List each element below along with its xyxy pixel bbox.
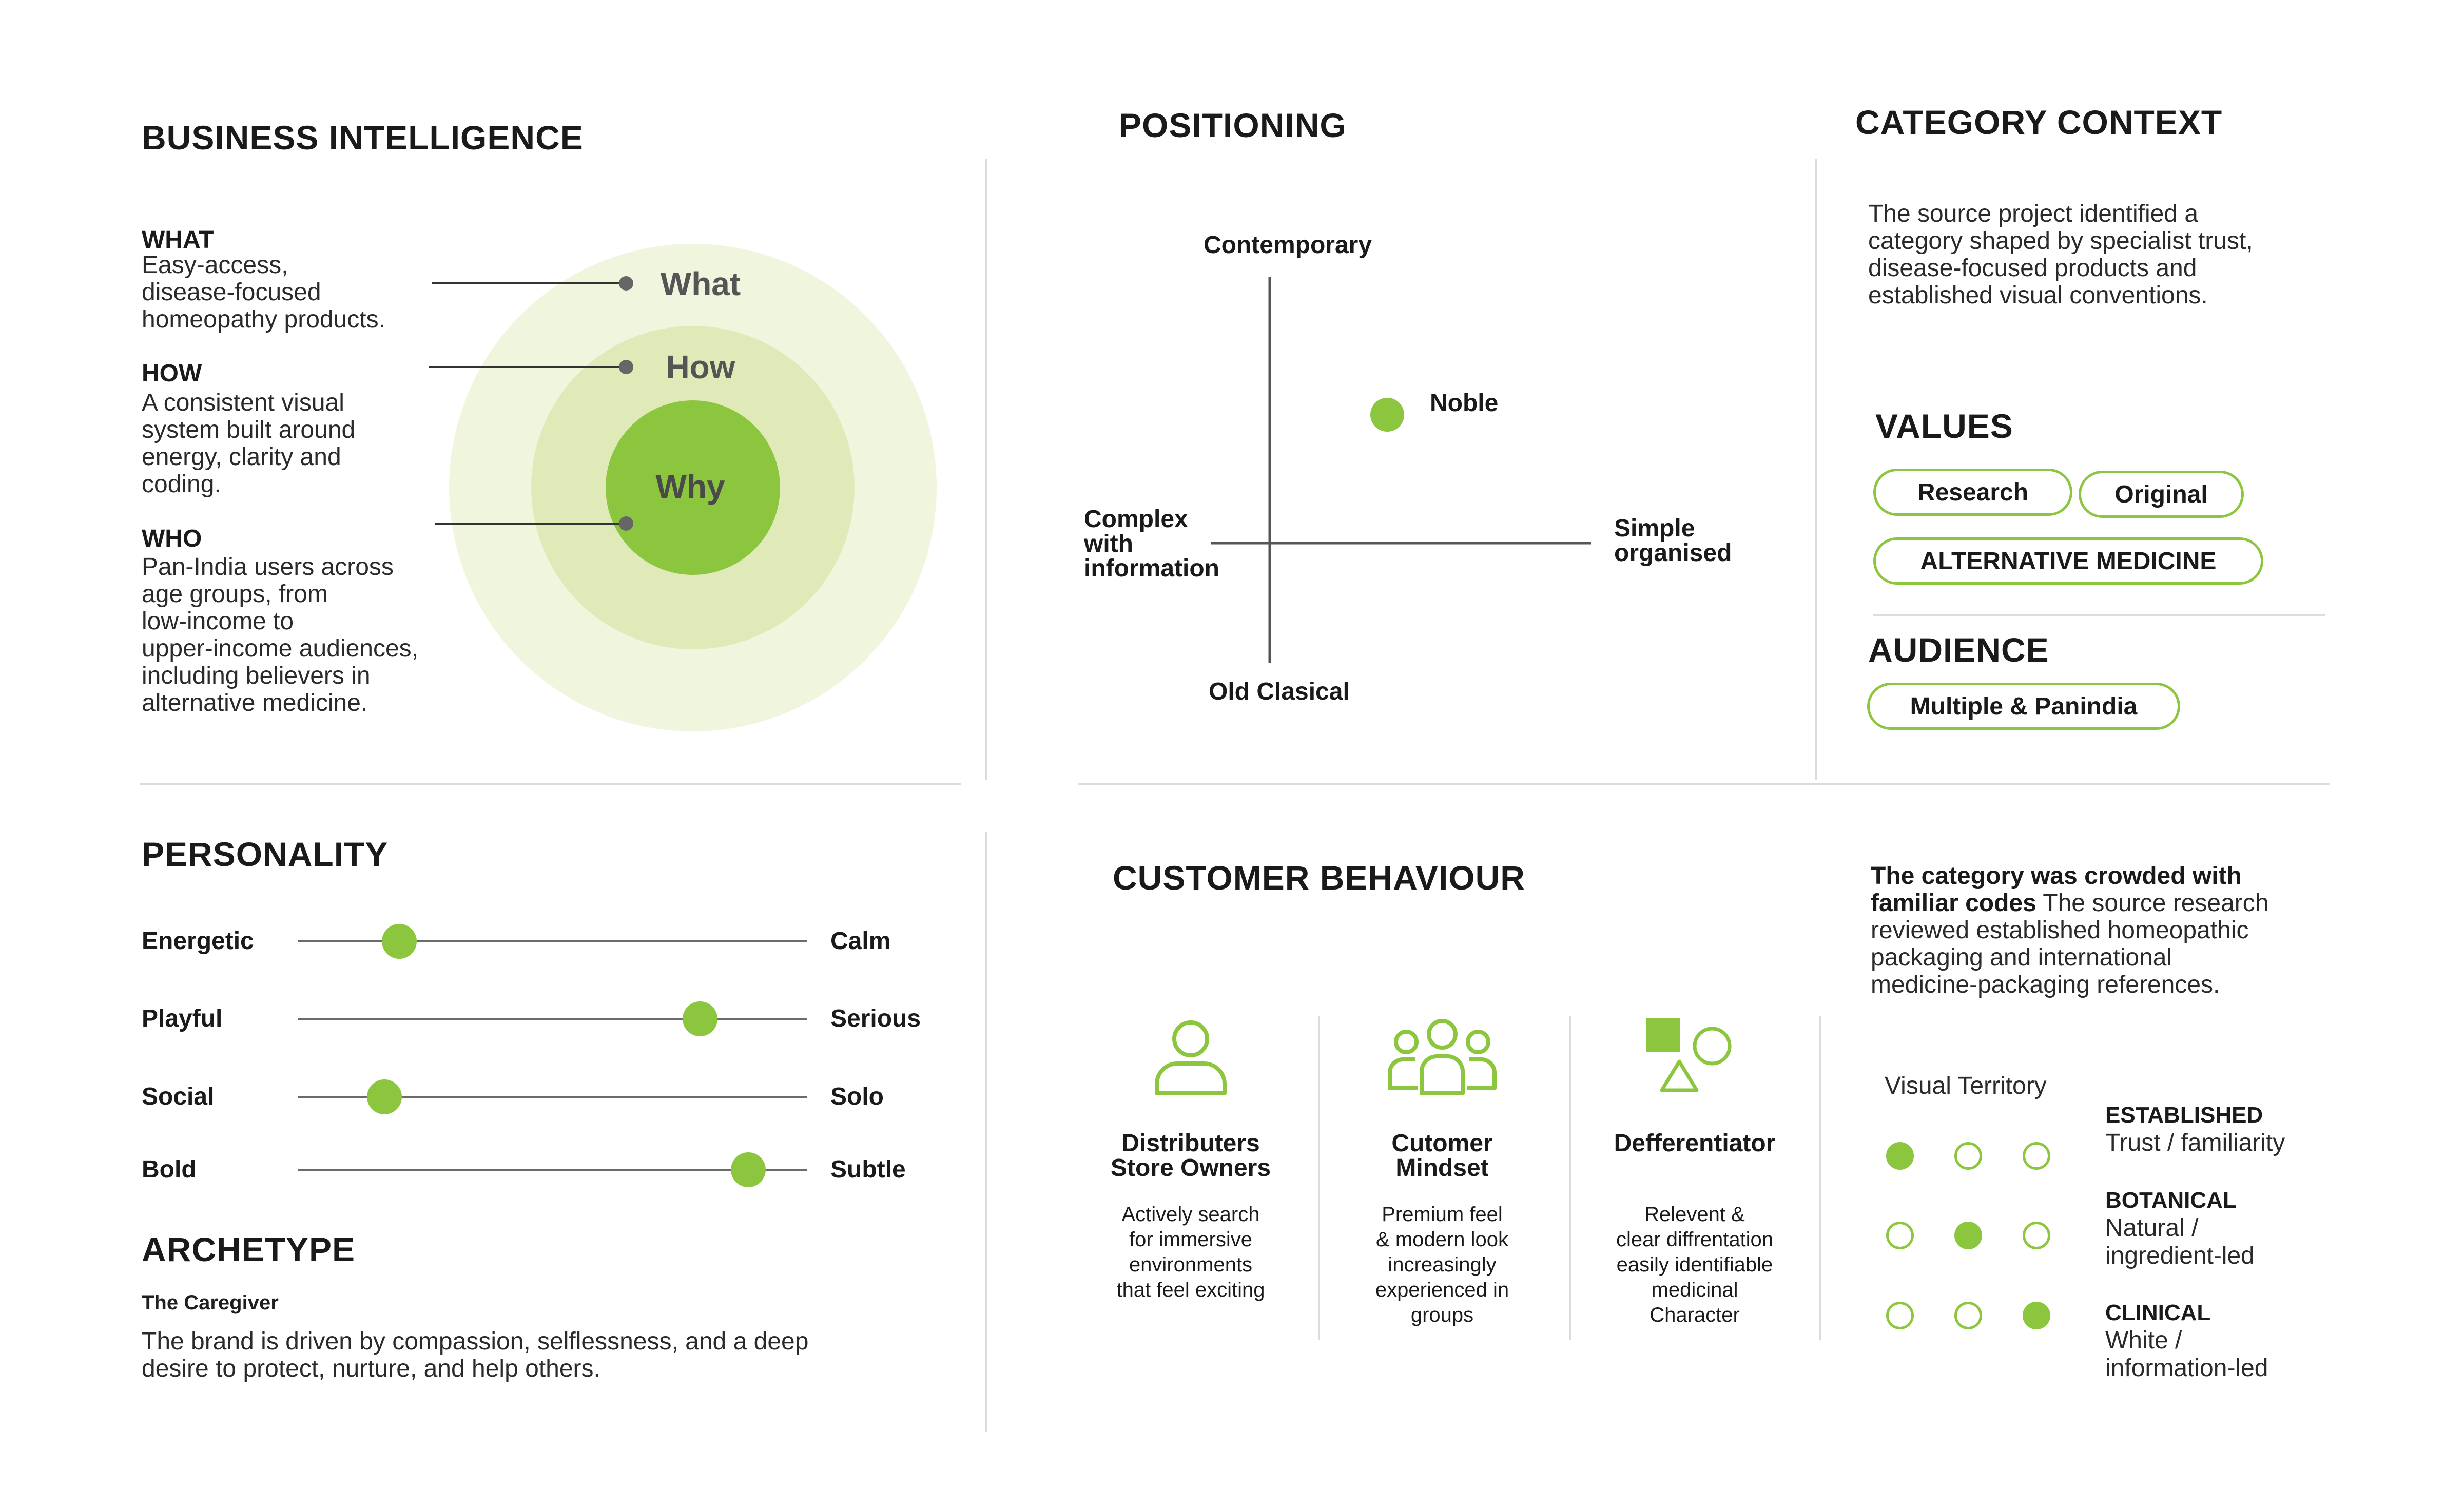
circle-label-why: Why [655, 468, 725, 505]
slider-right-label: Serious [830, 1005, 921, 1032]
slider-knob [366, 1079, 402, 1114]
user-icon [1155, 1020, 1227, 1095]
archetype-name: The Caregiver [142, 1291, 279, 1314]
axis-bottom-label: Old Clasical [1209, 678, 1350, 705]
slider-track [298, 1096, 807, 1098]
behaviour-note-text: The source research reviewed established… [1871, 890, 2269, 998]
value-pill-original: Original [2079, 471, 2244, 518]
what-text: Easy-access, disease-focused homeopathy … [142, 252, 385, 333]
axis-top-label: Contemporary [1204, 231, 1372, 259]
behaviour-divider-2 [1569, 1016, 1571, 1340]
territory-sub: White / information-led [2105, 1327, 2268, 1382]
personality-title: PERSONALITY [142, 835, 389, 873]
value-pill-alternative-medicine: ALTERNATIVE MEDICINE [1873, 537, 2263, 585]
slider-left-label: Playful [142, 1005, 223, 1032]
axis-left-label: Complex with information [1084, 506, 1219, 582]
behaviour-note-bold: The category was crowded with familiar c… [1871, 862, 2242, 917]
territory-dot [1886, 1302, 1914, 1329]
behaviour-note: The category was crowded with familiar c… [1871, 862, 2268, 998]
slider-right-label: Solo [830, 1083, 884, 1110]
territory-dot [2023, 1142, 2050, 1170]
slider-knob [682, 1001, 717, 1036]
golden-circle-diagram: What How Why [429, 244, 937, 731]
slider-left-label: Social [142, 1083, 215, 1110]
territory-dot [1954, 1302, 1982, 1329]
divider-top-right [1815, 159, 1817, 780]
circle-label-what: What [661, 265, 741, 302]
slider-right-label: Subtle [830, 1156, 906, 1183]
behaviour-col1-desc: Actively search for immersive environmen… [1116, 1203, 1265, 1301]
what-label: WHAT [142, 226, 214, 254]
who-label: WHO [142, 525, 202, 552]
divider-values-audience [1873, 614, 2325, 616]
slider-track [298, 940, 807, 942]
why-circle [606, 400, 780, 575]
territory-dot [2023, 1222, 2050, 1249]
divider-top-left [985, 159, 987, 780]
divider-bottom-left [985, 832, 987, 1432]
positioning-title: POSITIONING [1119, 106, 1347, 144]
group-icon [1388, 1019, 1497, 1095]
territory-head: ESTABLISHED [2105, 1103, 2263, 1128]
behaviour-col1-title: Distributers Store Owners [1110, 1130, 1271, 1182]
how-connector-dot [619, 360, 633, 374]
values-title: VALUES [1875, 407, 2013, 445]
territory-head: CLINICAL [2105, 1300, 2211, 1325]
territory-dot [1954, 1142, 1982, 1170]
archetype-title: ARCHETYPE [142, 1230, 356, 1268]
bi-title: BUSINESS INTELLIGENCE [142, 119, 584, 157]
what-connector-dot [619, 276, 633, 291]
territory-dot [1954, 1222, 1982, 1249]
shapes-icon [1646, 1018, 1732, 1092]
how-label: HOW [142, 360, 202, 387]
slider-track [298, 1169, 807, 1171]
category-text: The source project identified a category… [1868, 200, 2253, 309]
behaviour-divider-1 [1318, 1016, 1320, 1340]
behaviour-col3-title: Defferentiator [1614, 1130, 1776, 1157]
behaviour-col2-desc: Premium feel & modern look increasingly … [1375, 1203, 1509, 1326]
territory-title: Visual Territory [1885, 1072, 2047, 1099]
how-text: A consistent visual system built around … [142, 389, 356, 498]
noble-point [1370, 398, 1404, 432]
slider-track [298, 1018, 807, 1020]
territory-dot [1886, 1142, 1914, 1170]
positioning-matrix [1211, 277, 1591, 663]
behaviour-divider-3 [1819, 1016, 1821, 1340]
axis-right-label: Simple organised [1614, 515, 1732, 567]
audience-pill: Multiple & Panindia [1867, 683, 2180, 730]
audience-title: AUDIENCE [1868, 631, 2049, 669]
who-connector-dot [619, 516, 633, 531]
behaviour-col3-desc: Relevent & clear diffrentation easily id… [1616, 1203, 1774, 1326]
divider-h-left [140, 783, 961, 785]
territory-dot [2023, 1302, 2050, 1329]
territory-sub: Trust / familiarity [2105, 1129, 2285, 1156]
category-title: CATEGORY CONTEXT [1855, 103, 2223, 141]
noble-label: Noble [1430, 390, 1499, 417]
behaviour-title: CUSTOMER BEHAVIOUR [1113, 859, 1525, 897]
archetype-text: The brand is driven by compassion, selfl… [142, 1328, 809, 1382]
territory-head: BOTANICAL [2105, 1188, 2237, 1213]
slider-left-label: Energetic [142, 928, 254, 955]
slider-knob [730, 1152, 766, 1187]
who-text: Pan-India users across age groups, from … [142, 553, 418, 717]
behaviour-col2-title: Cutomer Mindset [1391, 1130, 1493, 1182]
territory-dot [1886, 1222, 1914, 1249]
slider-left-label: Bold [142, 1156, 197, 1183]
value-pill-research: Research [1873, 469, 2072, 516]
territory-sub: Natural / ingredient-led [2105, 1214, 2255, 1269]
slider-knob [382, 924, 417, 959]
slider-right-label: Calm [830, 928, 891, 955]
divider-h-right [1078, 783, 2330, 785]
circle-label-how: How [666, 349, 735, 385]
